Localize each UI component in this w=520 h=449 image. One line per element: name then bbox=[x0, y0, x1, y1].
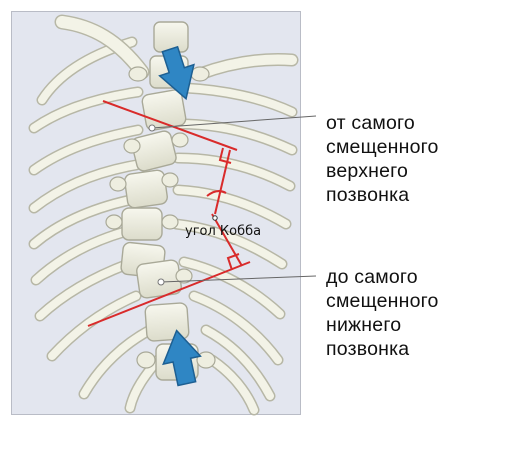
caption-line: от самого bbox=[326, 112, 415, 134]
lower-vertebra-marker bbox=[157, 278, 165, 286]
vertebra bbox=[131, 130, 177, 172]
vertebra bbox=[141, 89, 187, 131]
lower-perpendicular bbox=[211, 213, 243, 267]
lower-vertebra-caption: до самого смещенного нижнего позвонка bbox=[326, 265, 439, 361]
caption-line: верхнего bbox=[326, 160, 409, 182]
upper-vertebra-marker bbox=[148, 124, 156, 132]
arrow-up-icon bbox=[162, 329, 202, 387]
caption-line: нижнего bbox=[326, 314, 402, 336]
caption-line: позвонка bbox=[326, 184, 410, 206]
angle-arc bbox=[206, 190, 227, 197]
arrow-down-icon bbox=[158, 45, 195, 101]
lower-right-angle-mark bbox=[226, 253, 240, 271]
transverse-processes bbox=[105, 66, 216, 369]
vertebra bbox=[121, 207, 163, 241]
pointer-lines bbox=[151, 115, 317, 283]
upper-right-angle-mark bbox=[218, 147, 232, 164]
vertebra bbox=[124, 169, 168, 209]
clavicles bbox=[54, 14, 299, 81]
caption-line: смещенного bbox=[326, 290, 439, 312]
angle-vertex-dot bbox=[212, 215, 218, 221]
vertebra bbox=[136, 259, 182, 299]
lower-pointer-line bbox=[160, 275, 317, 283]
upper-pointer-line bbox=[151, 115, 317, 129]
caption-line: смещенного bbox=[326, 136, 439, 158]
vertebra bbox=[153, 21, 189, 53]
vertebra bbox=[144, 302, 190, 342]
caption-line: до самого bbox=[326, 266, 418, 288]
cobb-angle-label: угол Кобба bbox=[185, 224, 262, 239]
cobb-angle-lines bbox=[87, 100, 251, 327]
upper-endplate-line bbox=[102, 100, 238, 151]
upper-vertebra-caption: от самого смещенного верхнего позвонка bbox=[326, 111, 439, 207]
lower-endplate-line bbox=[87, 261, 251, 327]
upper-perpendicular bbox=[214, 149, 231, 215]
vertebral-column bbox=[120, 21, 199, 381]
caption-line: позвонка bbox=[326, 338, 410, 360]
